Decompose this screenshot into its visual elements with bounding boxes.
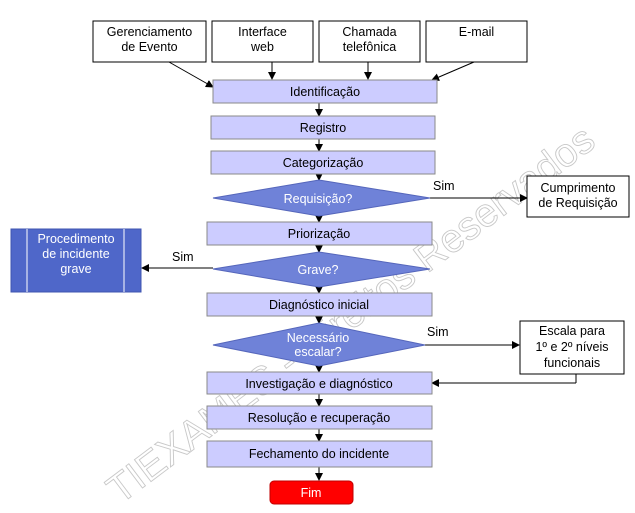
decision-escalar: Necessário escalar?	[212, 322, 426, 367]
step-label: Identificação	[290, 85, 360, 99]
source-label-line2: web	[250, 40, 274, 54]
step-label: Diagnóstico inicial	[269, 298, 369, 312]
decision-yes-label: Sim	[427, 325, 449, 339]
side-label-line2: de Requisição	[538, 196, 617, 210]
step-priorizacao: Priorização	[206, 221, 433, 246]
decision-requisicao: Requisição?	[212, 179, 431, 217]
side-box-escala: Escala para 1º e 2º níveis funcionais	[519, 320, 625, 375]
end-box: Fim	[269, 480, 354, 505]
side-label-line1: Procedimento	[37, 232, 114, 246]
connector-source-1	[168, 61, 214, 88]
step-label: Registro	[300, 121, 347, 135]
step-diagnostico-inicial: Diagnóstico inicial	[206, 292, 433, 317]
source-label-line2: telefônica	[343, 40, 397, 54]
step-label: Fechamento do incidente	[249, 447, 389, 461]
connector-source-4	[431, 61, 475, 81]
step-identificacao: Identificação	[212, 79, 438, 104]
step-label: Categorização	[283, 156, 364, 170]
side-box-cumprimento: Cumprimento de Requisição	[526, 175, 630, 218]
decision-yes-label: Sim	[172, 250, 194, 264]
step-categorizacao: Categorização	[210, 150, 436, 175]
decision-grave: Grave?	[212, 251, 431, 288]
step-resolucao: Resolução e recuperação	[206, 405, 433, 430]
source-box-email: E-mail	[425, 20, 528, 63]
source-label-line1: Gerenciamento	[107, 25, 193, 39]
decision-label-line2: escalar?	[294, 345, 341, 359]
step-label: Priorização	[288, 227, 351, 241]
step-investigacao: Investigação e diagnóstico	[206, 371, 433, 395]
source-label-line1: E-mail	[459, 25, 494, 39]
decision-label: Requisição?	[284, 192, 353, 206]
side-label-line2: 1º e 2º níveis	[535, 340, 608, 354]
source-box-interface-web: Interface web	[211, 20, 314, 63]
side-label-line1: Cumprimento	[540, 181, 615, 195]
end-label: Fim	[301, 486, 322, 500]
side-box-procedimento: Procedimento de incidente grave	[10, 228, 142, 293]
source-box-chamada-telefonica: Chamada telefônica	[318, 20, 421, 63]
step-registro: Registro	[210, 115, 436, 140]
decision-label-line1: Necessário	[287, 331, 350, 345]
step-label: Investigação e diagnóstico	[245, 377, 392, 391]
source-box-gerenciamento: Gerenciamento de Evento	[92, 20, 207, 63]
decision-label: Grave?	[298, 263, 339, 277]
side-label-line3: funcionais	[544, 356, 600, 370]
source-label-line2: de Evento	[121, 40, 177, 54]
source-label-line1: Interface	[238, 25, 287, 39]
source-label-line1: Chamada	[342, 25, 396, 39]
side-label-line3: grave	[60, 262, 91, 276]
step-label: Resolução e recuperação	[248, 411, 390, 425]
side-label-line1: Escala para	[539, 324, 605, 338]
decision-yes-label: Sim	[433, 179, 455, 193]
step-fechamento: Fechamento do incidente	[206, 440, 433, 468]
connectors	[141, 61, 577, 481]
side-label-line2: de incidente	[42, 247, 109, 261]
